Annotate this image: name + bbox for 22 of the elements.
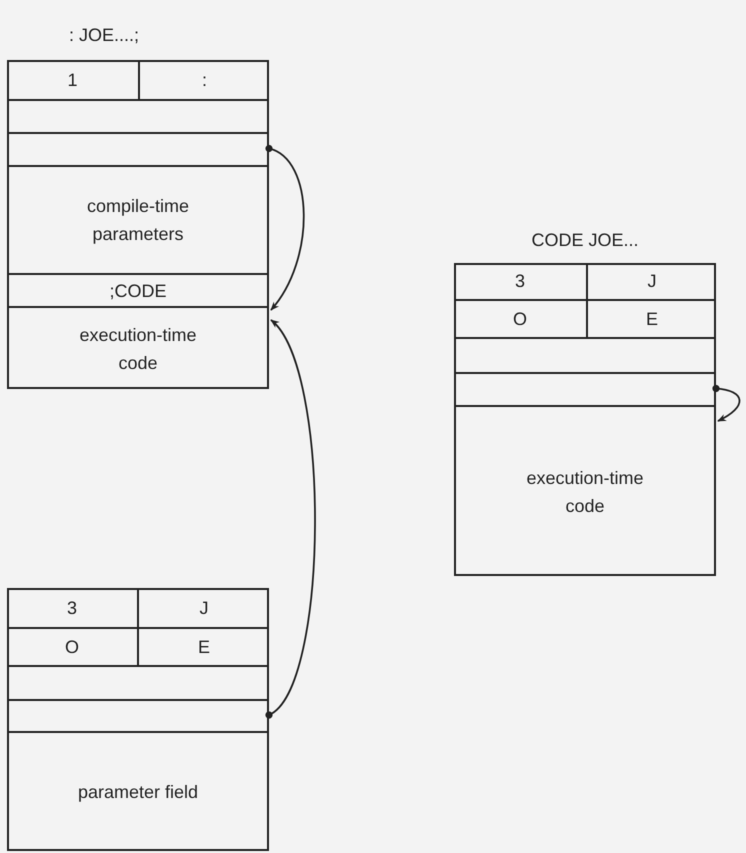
cell-text: execution-time code [525,466,645,518]
cell-text: 3 [514,270,525,293]
block-heading: : JOE....; [69,24,140,46]
cell-text: : [202,68,207,92]
cell-text: compile-time parameters [86,195,190,246]
cell-text: ;CODE [109,280,166,302]
block-heading: CODE JOE... [531,229,638,252]
cell-text: J [648,270,656,293]
pointer-arrow [265,144,305,311]
pointer-arrow [712,384,740,422]
pointer-arrow [265,319,316,719]
cell-text: E [198,636,210,659]
cell-text: E [646,308,658,331]
cell-text: parameter field [78,781,198,804]
cell-text: J [200,596,208,620]
cell-text: O [64,636,79,659]
memory-cell [137,627,269,665]
cell-text: 1 [67,68,78,92]
cell-text: 3 [66,596,77,620]
cell-text: O [512,308,527,331]
memory-cell [586,299,716,337]
cell-text: execution-time code [78,324,198,374]
